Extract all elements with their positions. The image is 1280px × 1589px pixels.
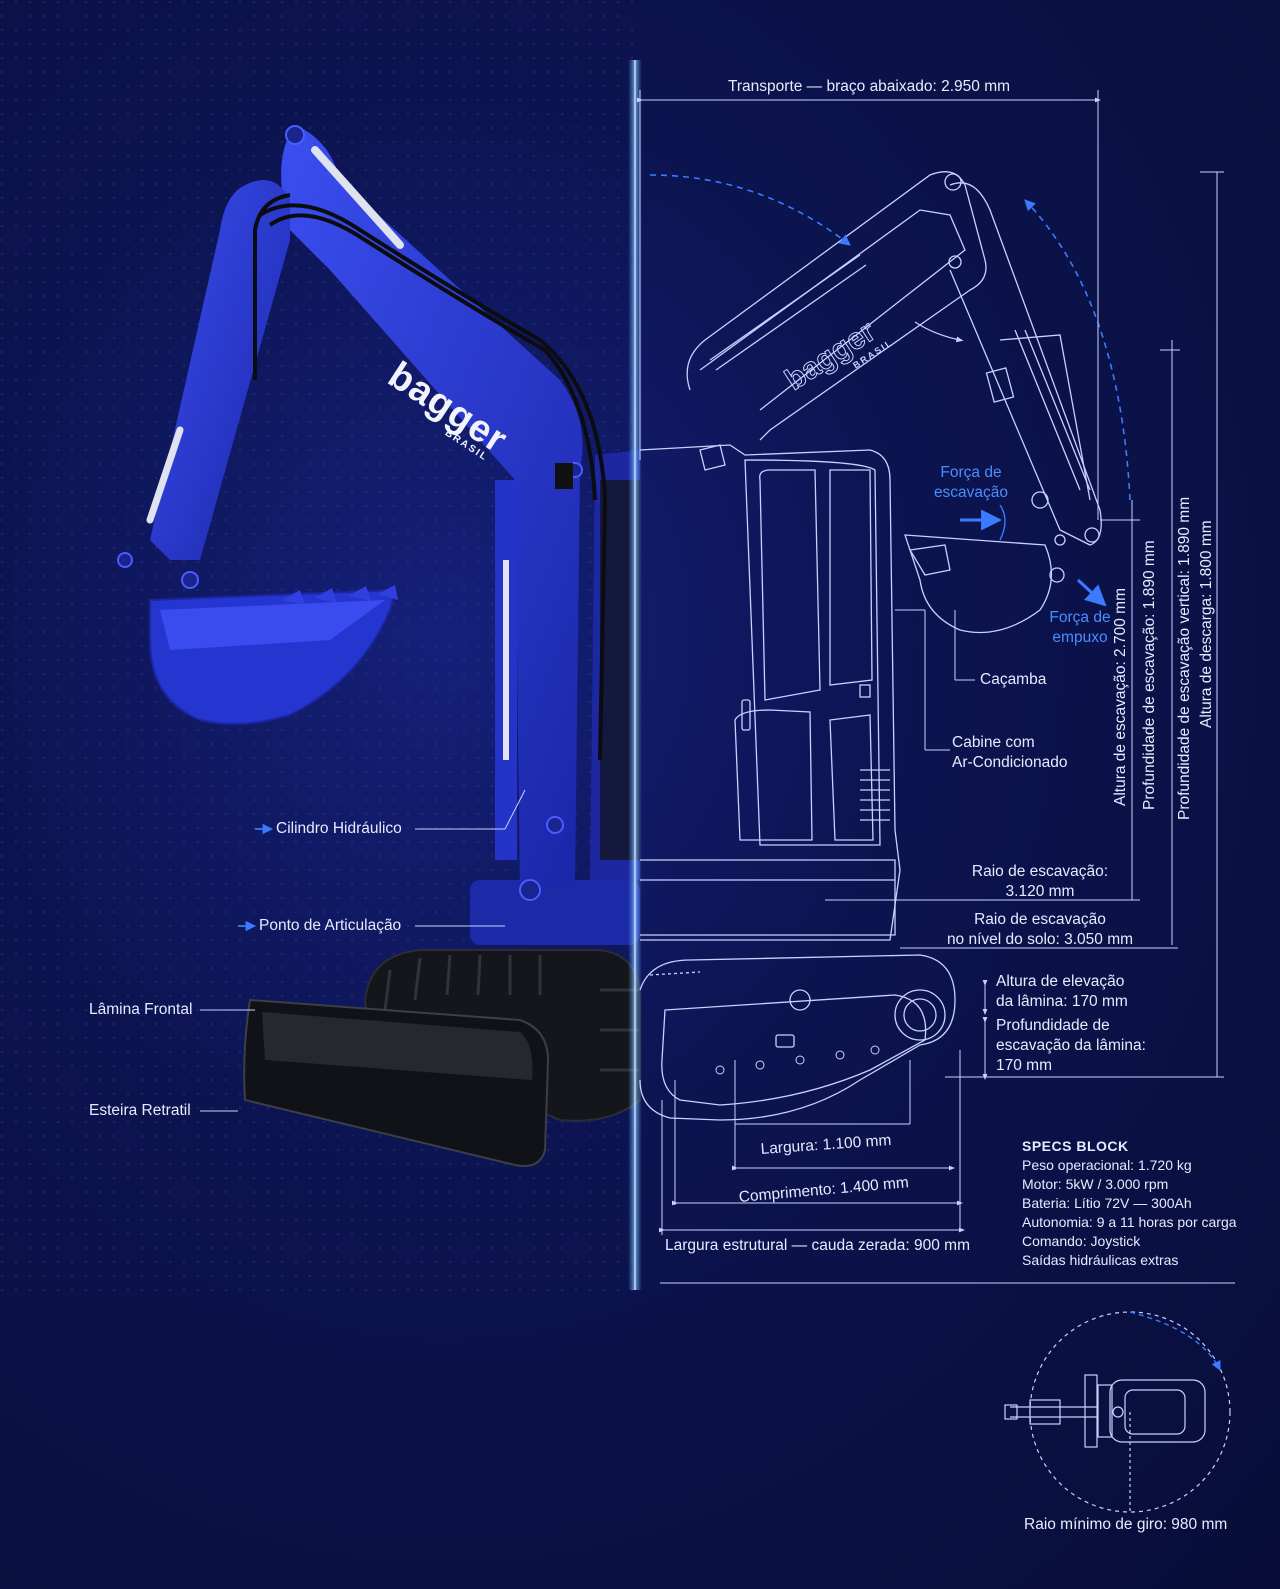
forca-escavacao-line2: escavação: [933, 484, 1009, 501]
label-forca-empuxo: Força de empuxo: [1040, 608, 1120, 648]
label-forca-escavacao: Força de escavação: [916, 463, 1026, 503]
raio-solo-line1: Raio de escavação: [974, 911, 1106, 928]
altura-elevacao-line2: da lâmina: 170 mm: [996, 993, 1128, 1010]
label-raio-solo: Raio de escavação no nível do solo: 3.05…: [935, 910, 1145, 950]
label-cilindro-hidraulico: Cilindro Hidráulico: [276, 820, 402, 837]
label-raio-giro: Raio mínimo de giro: 980 mm: [1024, 1516, 1228, 1533]
label-lamina-frontal: Lâmina Frontal: [89, 1001, 193, 1018]
label-ponto-articulacao: Ponto de Articulação: [259, 917, 402, 934]
label-profundidade-escavacao: Profundidade de escavação: 1.890 mm: [1141, 540, 1158, 810]
profundidade-lamina-line3: 170 mm: [996, 1057, 1052, 1074]
profundidade-lamina-line1: Profundidade de: [996, 1017, 1110, 1034]
raio-escavacao-line1: Raio de escavação:: [971, 863, 1109, 880]
turning-radius-topview: [1004, 1311, 1231, 1513]
label-transporte: Transporte — braço abaixado: 2.950 mm: [728, 78, 1011, 95]
label-profundidade-lamina: Profundidade de escavação da lâmina: 170…: [996, 1016, 1146, 1076]
spec-item: Motor: 5kW / 3.000 rpm: [1022, 1176, 1169, 1192]
excavator-blueprint: [639, 171, 1102, 1121]
spec-item: Peso operacional: 1.720 kg: [1022, 1157, 1192, 1173]
profundidade-lamina-line2: escavação da lâmina:: [996, 1037, 1146, 1054]
specs-title: SPECS BLOCK: [1022, 1138, 1129, 1154]
forca-escavacao-line1: Força de: [940, 464, 1002, 481]
altura-elevacao-line1: Altura de elevação: [996, 973, 1125, 990]
spec-item: Autonomia: 9 a 11 horas por carga: [1022, 1214, 1237, 1230]
motion-arrows: [649, 174, 1131, 501]
label-raio-escavacao: Raio de escavação: 3.120 mm: [955, 862, 1125, 902]
label-altura-elevacao-lamina: Altura de elevação da lâmina: 170 mm: [996, 972, 1128, 1012]
forca-empuxo-line2: empuxo: [1052, 629, 1108, 646]
cabine-line1: Cabine com: [952, 734, 1035, 751]
label-profundidade-vertical: Profundidade de escavação vertical: 1.89…: [1176, 496, 1193, 820]
dimension-lines: [200, 90, 1235, 1284]
label-cacamba: Caçamba: [980, 671, 1047, 688]
force-arrows: [914, 321, 1107, 607]
spec-item: Saídas hidráulicas extras: [1022, 1252, 1179, 1268]
label-altura-escavacao: Altura de escavação: 2.700 mm: [1112, 588, 1129, 806]
forca-empuxo-line1: Força de: [1049, 609, 1111, 626]
label-largura-estrutural: Largura estrutural — cauda zerada: 900 m…: [665, 1237, 970, 1254]
label-cabine: Cabine com Ar-Condicionado: [952, 733, 1067, 773]
label-arrow-icons: [238, 823, 274, 932]
spec-item: Comando: Joystick: [1022, 1233, 1141, 1249]
raio-escavacao-line2: 3.120 mm: [1005, 883, 1075, 900]
raio-solo-line2: no nível do solo: 3.050 mm: [946, 931, 1134, 948]
spec-item: Bateria: Lítio 72V — 300Ah: [1022, 1195, 1192, 1211]
label-altura-descarga: Altura de descarga: 1.800 mm: [1198, 520, 1215, 728]
label-esteira-retratil: Esteira Retratil: [89, 1102, 191, 1119]
cabine-line2: Ar-Condicionado: [952, 754, 1068, 771]
specs-block: SPECS BLOCK Peso operacional: 1.720 kg M…: [1022, 1137, 1237, 1270]
